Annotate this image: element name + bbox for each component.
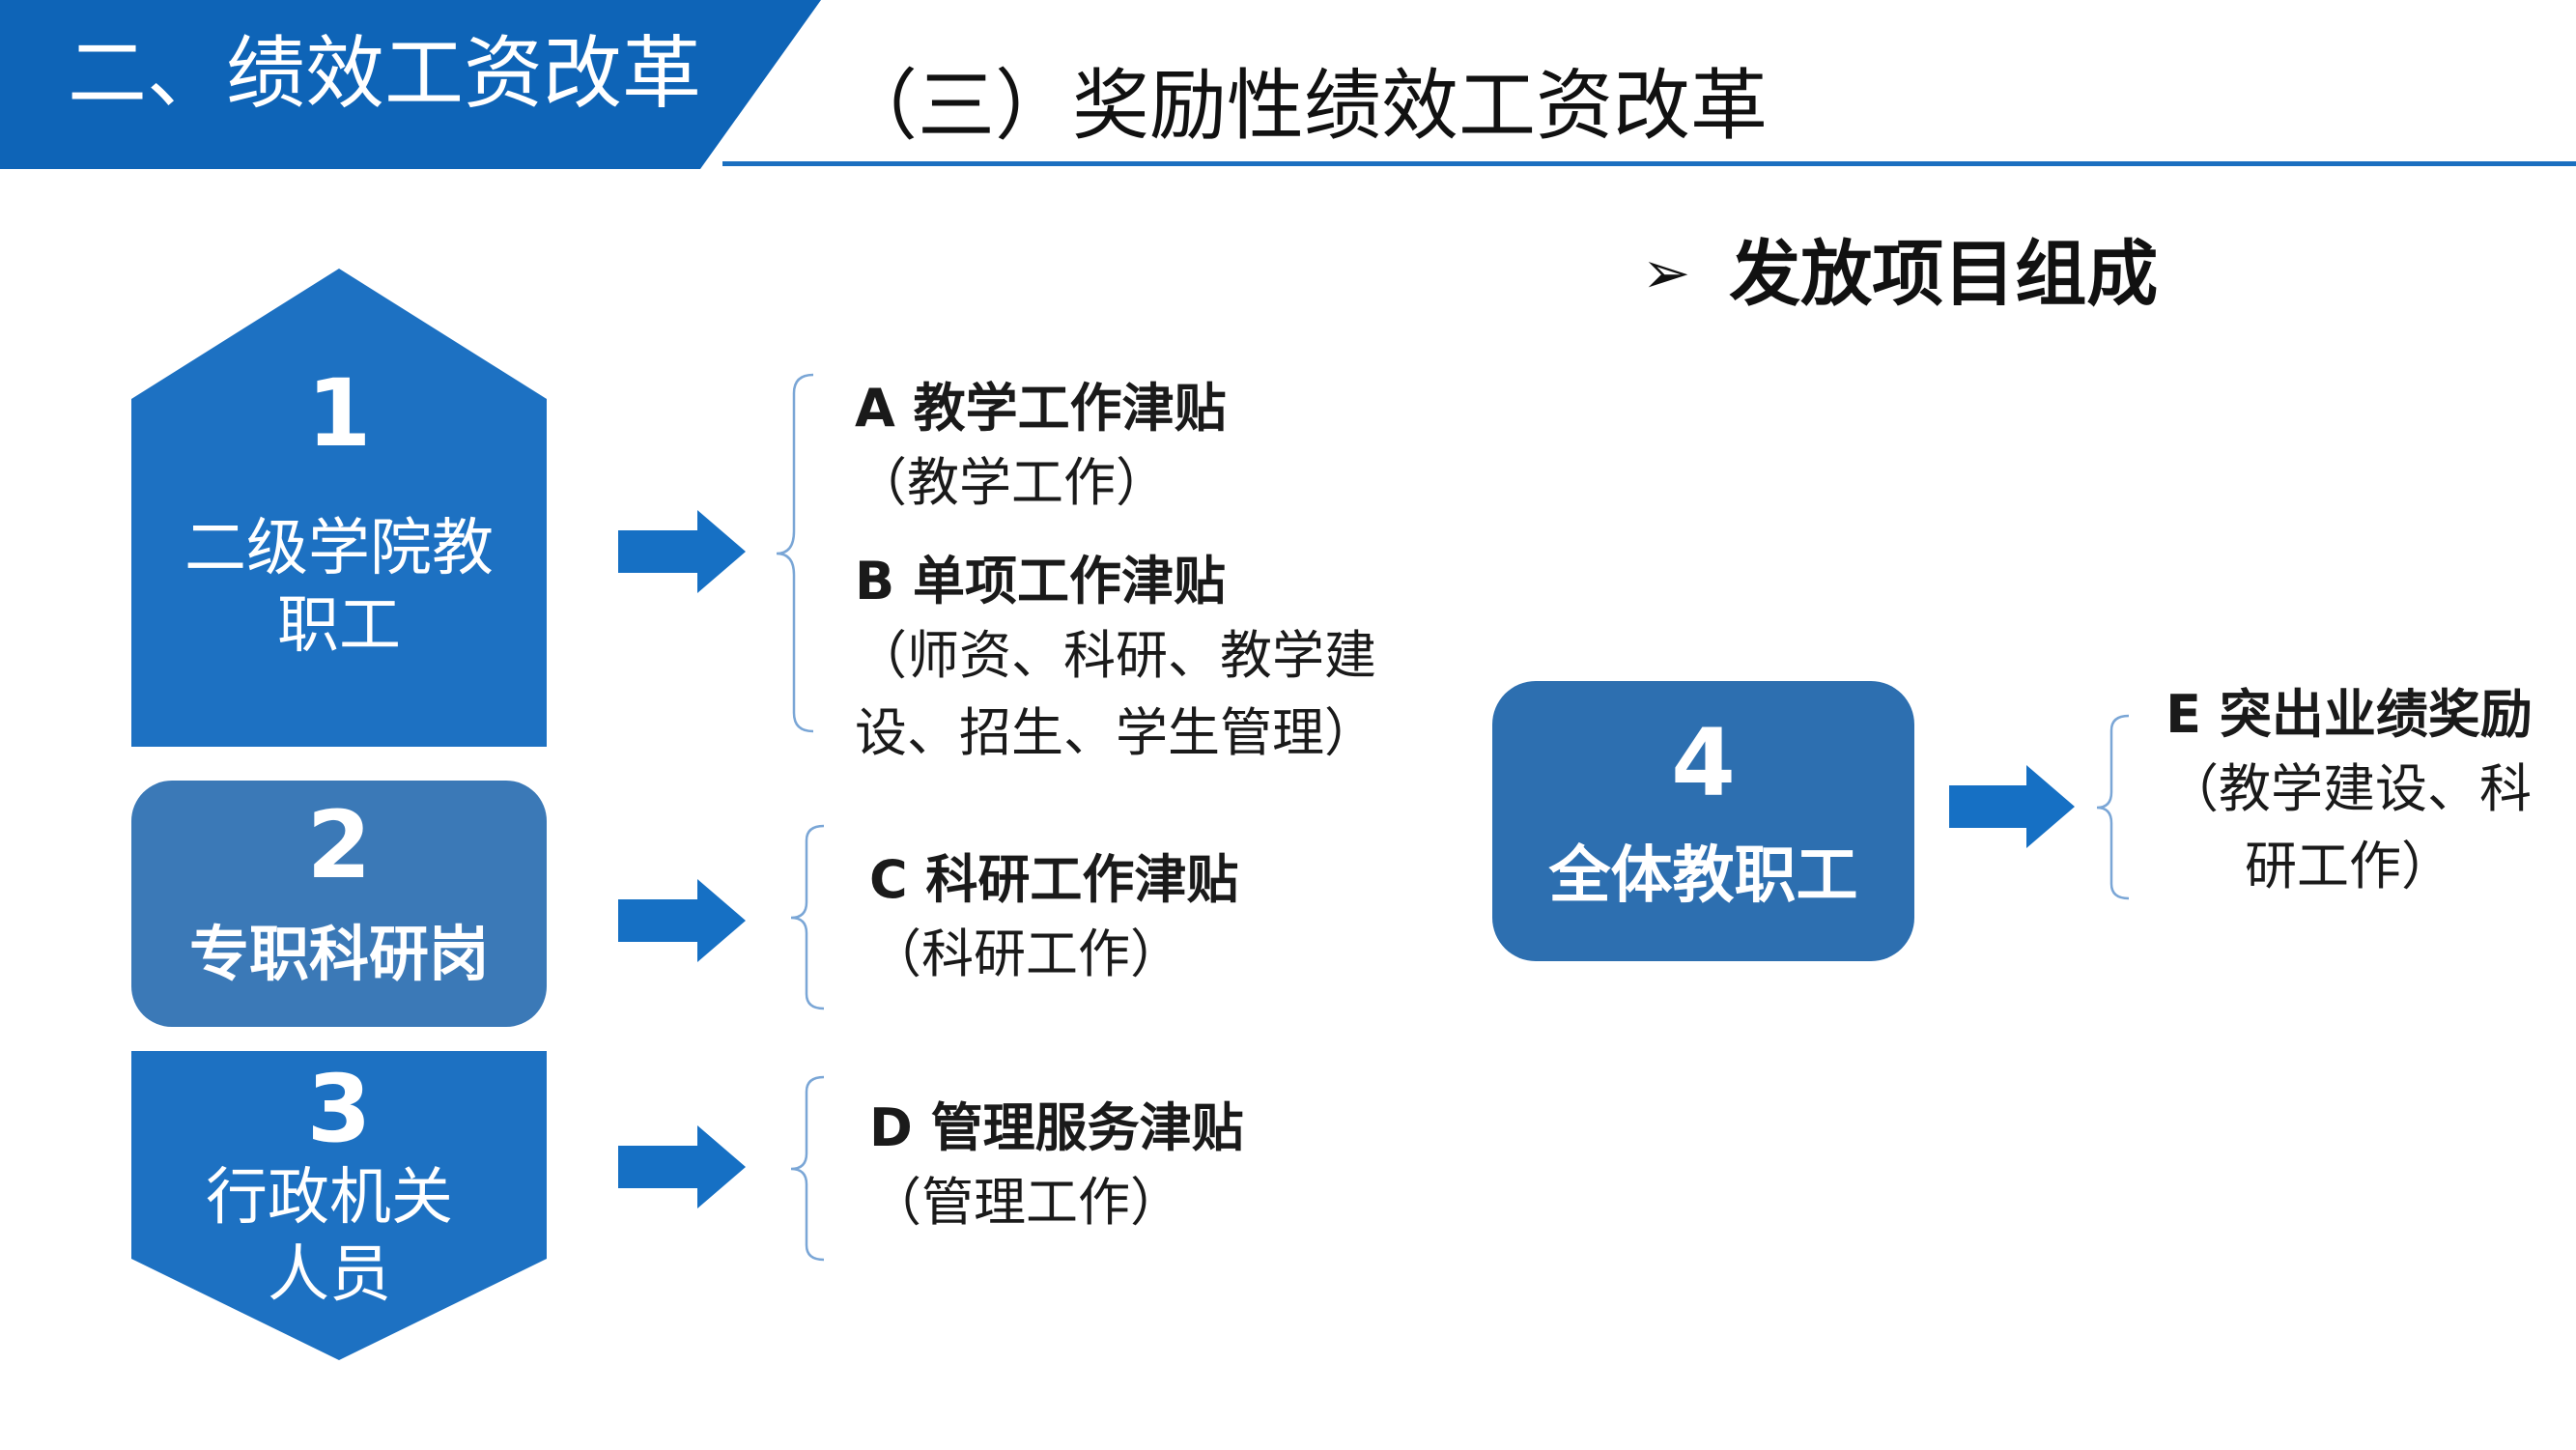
group-1-label-line2: 职工 [277,590,401,662]
header-band [0,0,821,169]
allowance-d-desc: （管理工作） [869,1172,1182,1233]
arrowhead-bullet-icon: ➢ [1642,240,1691,307]
items-heading: ➢ 发放项目组成 [1642,220,2158,327]
allowance-b-desc-line1: （师资、科研、教学建 [855,625,1376,686]
group-1-shape: 1 二级学院教 职工 [131,269,547,747]
allowance-a-title: A 教学工作津贴 [855,378,1227,439]
allowance-a-desc: （教学工作） [855,452,1168,513]
group-3-label-line2: 人员 [268,1239,391,1311]
allowance-e-title: E 突出业绩奖励 [2166,684,2533,745]
allowance-e: E 突出业绩奖励 （教学建设、科 研工作） [2156,679,2542,905]
left-brace-icon [787,823,831,1011]
allowance-b: B 单项工作津贴 （师资、科研、教学建 设、招生、学生管理） [855,546,1376,772]
allowance-b-desc-line2: 设、招生、学生管理） [855,702,1376,763]
group-4-label: 全体教职工 [1548,840,1858,912]
group-3-shape: 3 行政机关 人员 [131,1051,547,1360]
items-heading-text: 发放项目组成 [1729,233,2159,316]
allowance-c: C 科研工作津贴 （科研工作） [869,844,1238,993]
header-divider [722,161,2576,166]
group-4-shape: 4 全体教职工 [1492,681,1914,961]
allowance-c-title: C 科研工作津贴 [869,849,1239,910]
group-2-number: 2 [306,791,372,899]
right-arrow-icon [1949,765,2075,848]
page-subtitle: （三）奖励性绩效工资改革 [840,61,1768,151]
group-1-label-line1: 二级学院教 [184,513,494,584]
group-1-number: 1 [306,359,372,468]
allowance-d: D 管理服务津贴 （管理工作） [869,1093,1244,1241]
group-3-number: 3 [306,1055,372,1163]
right-arrow-icon [618,1125,746,1208]
group-2-label: 专职科研岗 [188,919,489,989]
right-arrow-icon [618,879,746,962]
allowance-c-desc: （科研工作） [869,924,1182,984]
left-brace-icon [773,372,821,734]
section-title: 二、绩效工资改革 [68,28,702,120]
right-arrow-icon [618,510,746,593]
group-4-number: 4 [1671,709,1736,817]
allowance-a: A 教学工作津贴 （教学工作） [855,373,1227,522]
left-brace-icon [787,1074,831,1263]
group-2-shape: 2 专职科研岗 [131,781,547,1027]
group-3-label-line1: 行政机关 [206,1162,453,1234]
allowance-d-title: D 管理服务津贴 [869,1097,1244,1158]
allowance-e-desc-line2: 研工作） [2245,836,2453,896]
left-brace-icon [2094,713,2135,901]
allowance-e-desc-line1: （教学建设、科 [2166,758,2532,819]
allowance-b-title: B 单项工作津贴 [855,551,1226,611]
